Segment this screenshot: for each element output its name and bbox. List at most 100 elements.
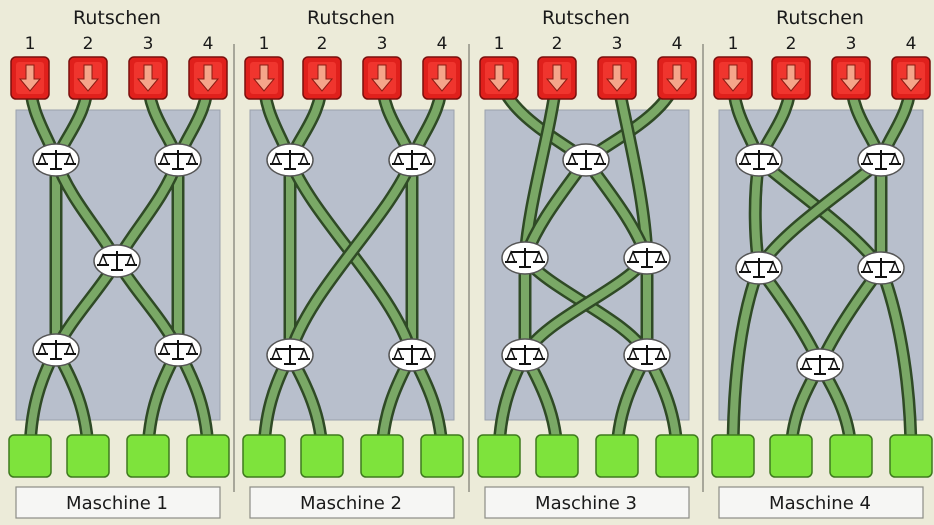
output-bin-2 [300, 434, 344, 478]
chute-4[interactable] [657, 56, 697, 100]
down-arrow-icon [18, 64, 42, 92]
output-bin-4 [655, 434, 699, 478]
output-bin-4 [889, 434, 933, 478]
down-arrow-icon [899, 64, 923, 92]
machine-label: Maschine 4 [769, 493, 871, 514]
balance-scale-icon [623, 241, 671, 275]
chute-number: 1 [494, 34, 505, 54]
chute-number: 4 [906, 34, 917, 54]
chute-3[interactable] [362, 56, 402, 100]
track [729, 264, 763, 460]
chutes-title: Rutschen [307, 7, 395, 29]
chute-number: 3 [846, 34, 857, 54]
output-bin-4 [186, 434, 230, 478]
chute-number: 1 [25, 34, 36, 54]
chute-number: 2 [552, 34, 563, 54]
chute-number: 3 [377, 34, 388, 54]
chute-3[interactable] [831, 56, 871, 100]
balance-scale-icon [388, 143, 436, 177]
chutes-title: Rutschen [73, 7, 161, 29]
chute-1[interactable] [479, 56, 519, 100]
output-bin-1 [242, 434, 286, 478]
down-arrow-icon [839, 64, 863, 92]
chute-number: 2 [786, 34, 797, 54]
output-bin-1 [711, 434, 755, 478]
balance-scale-icon [735, 251, 783, 285]
down-arrow-icon [76, 64, 100, 92]
balance-scale-icon [388, 338, 436, 372]
balance-scale-icon [796, 348, 844, 382]
machine-label-box [718, 486, 924, 519]
output-bin-1 [477, 434, 521, 478]
balance-scale-icon [501, 241, 549, 275]
balance-scale-icon [93, 244, 141, 278]
down-arrow-icon [665, 64, 689, 92]
track [286, 156, 416, 359]
chute-number: 2 [83, 34, 94, 54]
balance-scale-icon [32, 333, 80, 367]
down-arrow-icon [605, 64, 629, 92]
down-arrow-icon [430, 64, 454, 92]
track [877, 264, 915, 460]
output-bin-1 [8, 434, 52, 478]
chutes-title: Rutschen [542, 7, 630, 29]
chute-4[interactable] [188, 56, 228, 100]
output-bin-2 [66, 434, 110, 478]
track [613, 74, 651, 262]
output-bin-3 [360, 434, 404, 478]
chute-1[interactable] [713, 56, 753, 100]
down-arrow-icon [252, 64, 276, 92]
balance-scale-icon [32, 143, 80, 177]
machine-label-box [15, 486, 221, 519]
down-arrow-icon [136, 64, 160, 92]
balance-scale-icon [735, 143, 783, 177]
output-bin-3 [829, 434, 873, 478]
chute-2[interactable] [302, 56, 342, 100]
down-arrow-icon [721, 64, 745, 92]
machine-label: Maschine 3 [535, 493, 637, 514]
output-bin-2 [535, 434, 579, 478]
chutes-title: Rutschen [776, 7, 864, 29]
balance-scale-icon [857, 143, 905, 177]
balance-scale-icon [266, 338, 314, 372]
chute-3[interactable] [597, 56, 637, 100]
chute-number: 4 [203, 34, 214, 54]
chute-1[interactable] [244, 56, 284, 100]
output-bin-3 [595, 434, 639, 478]
chute-4[interactable] [891, 56, 931, 100]
chute-number: 2 [317, 34, 328, 54]
chute-2[interactable] [537, 56, 577, 100]
output-bin-3 [126, 434, 170, 478]
chute-3[interactable] [128, 56, 168, 100]
chute-number: 4 [437, 34, 448, 54]
balance-scale-icon [857, 251, 905, 285]
down-arrow-icon [487, 64, 511, 92]
down-arrow-icon [370, 64, 394, 92]
balance-scale-icon [266, 143, 314, 177]
down-arrow-icon [779, 64, 803, 92]
balance-scale-icon [623, 338, 671, 372]
chute-number: 3 [612, 34, 623, 54]
chute-number: 3 [143, 34, 154, 54]
balance-scale-icon [154, 143, 202, 177]
balance-scale-icon [154, 333, 202, 367]
chute-number: 4 [672, 34, 683, 54]
down-arrow-icon [196, 64, 220, 92]
chute-number: 1 [728, 34, 739, 54]
balance-scale-icon [501, 338, 549, 372]
chute-number: 1 [259, 34, 270, 54]
chute-2[interactable] [771, 56, 811, 100]
output-bin-2 [769, 434, 813, 478]
chute-2[interactable] [68, 56, 108, 100]
machine-label-box [249, 486, 455, 519]
machine-label: Maschine 1 [66, 493, 168, 514]
down-arrow-icon [545, 64, 569, 92]
chute-4[interactable] [422, 56, 462, 100]
chute-1[interactable] [10, 56, 50, 100]
machine-label-box [484, 486, 690, 519]
